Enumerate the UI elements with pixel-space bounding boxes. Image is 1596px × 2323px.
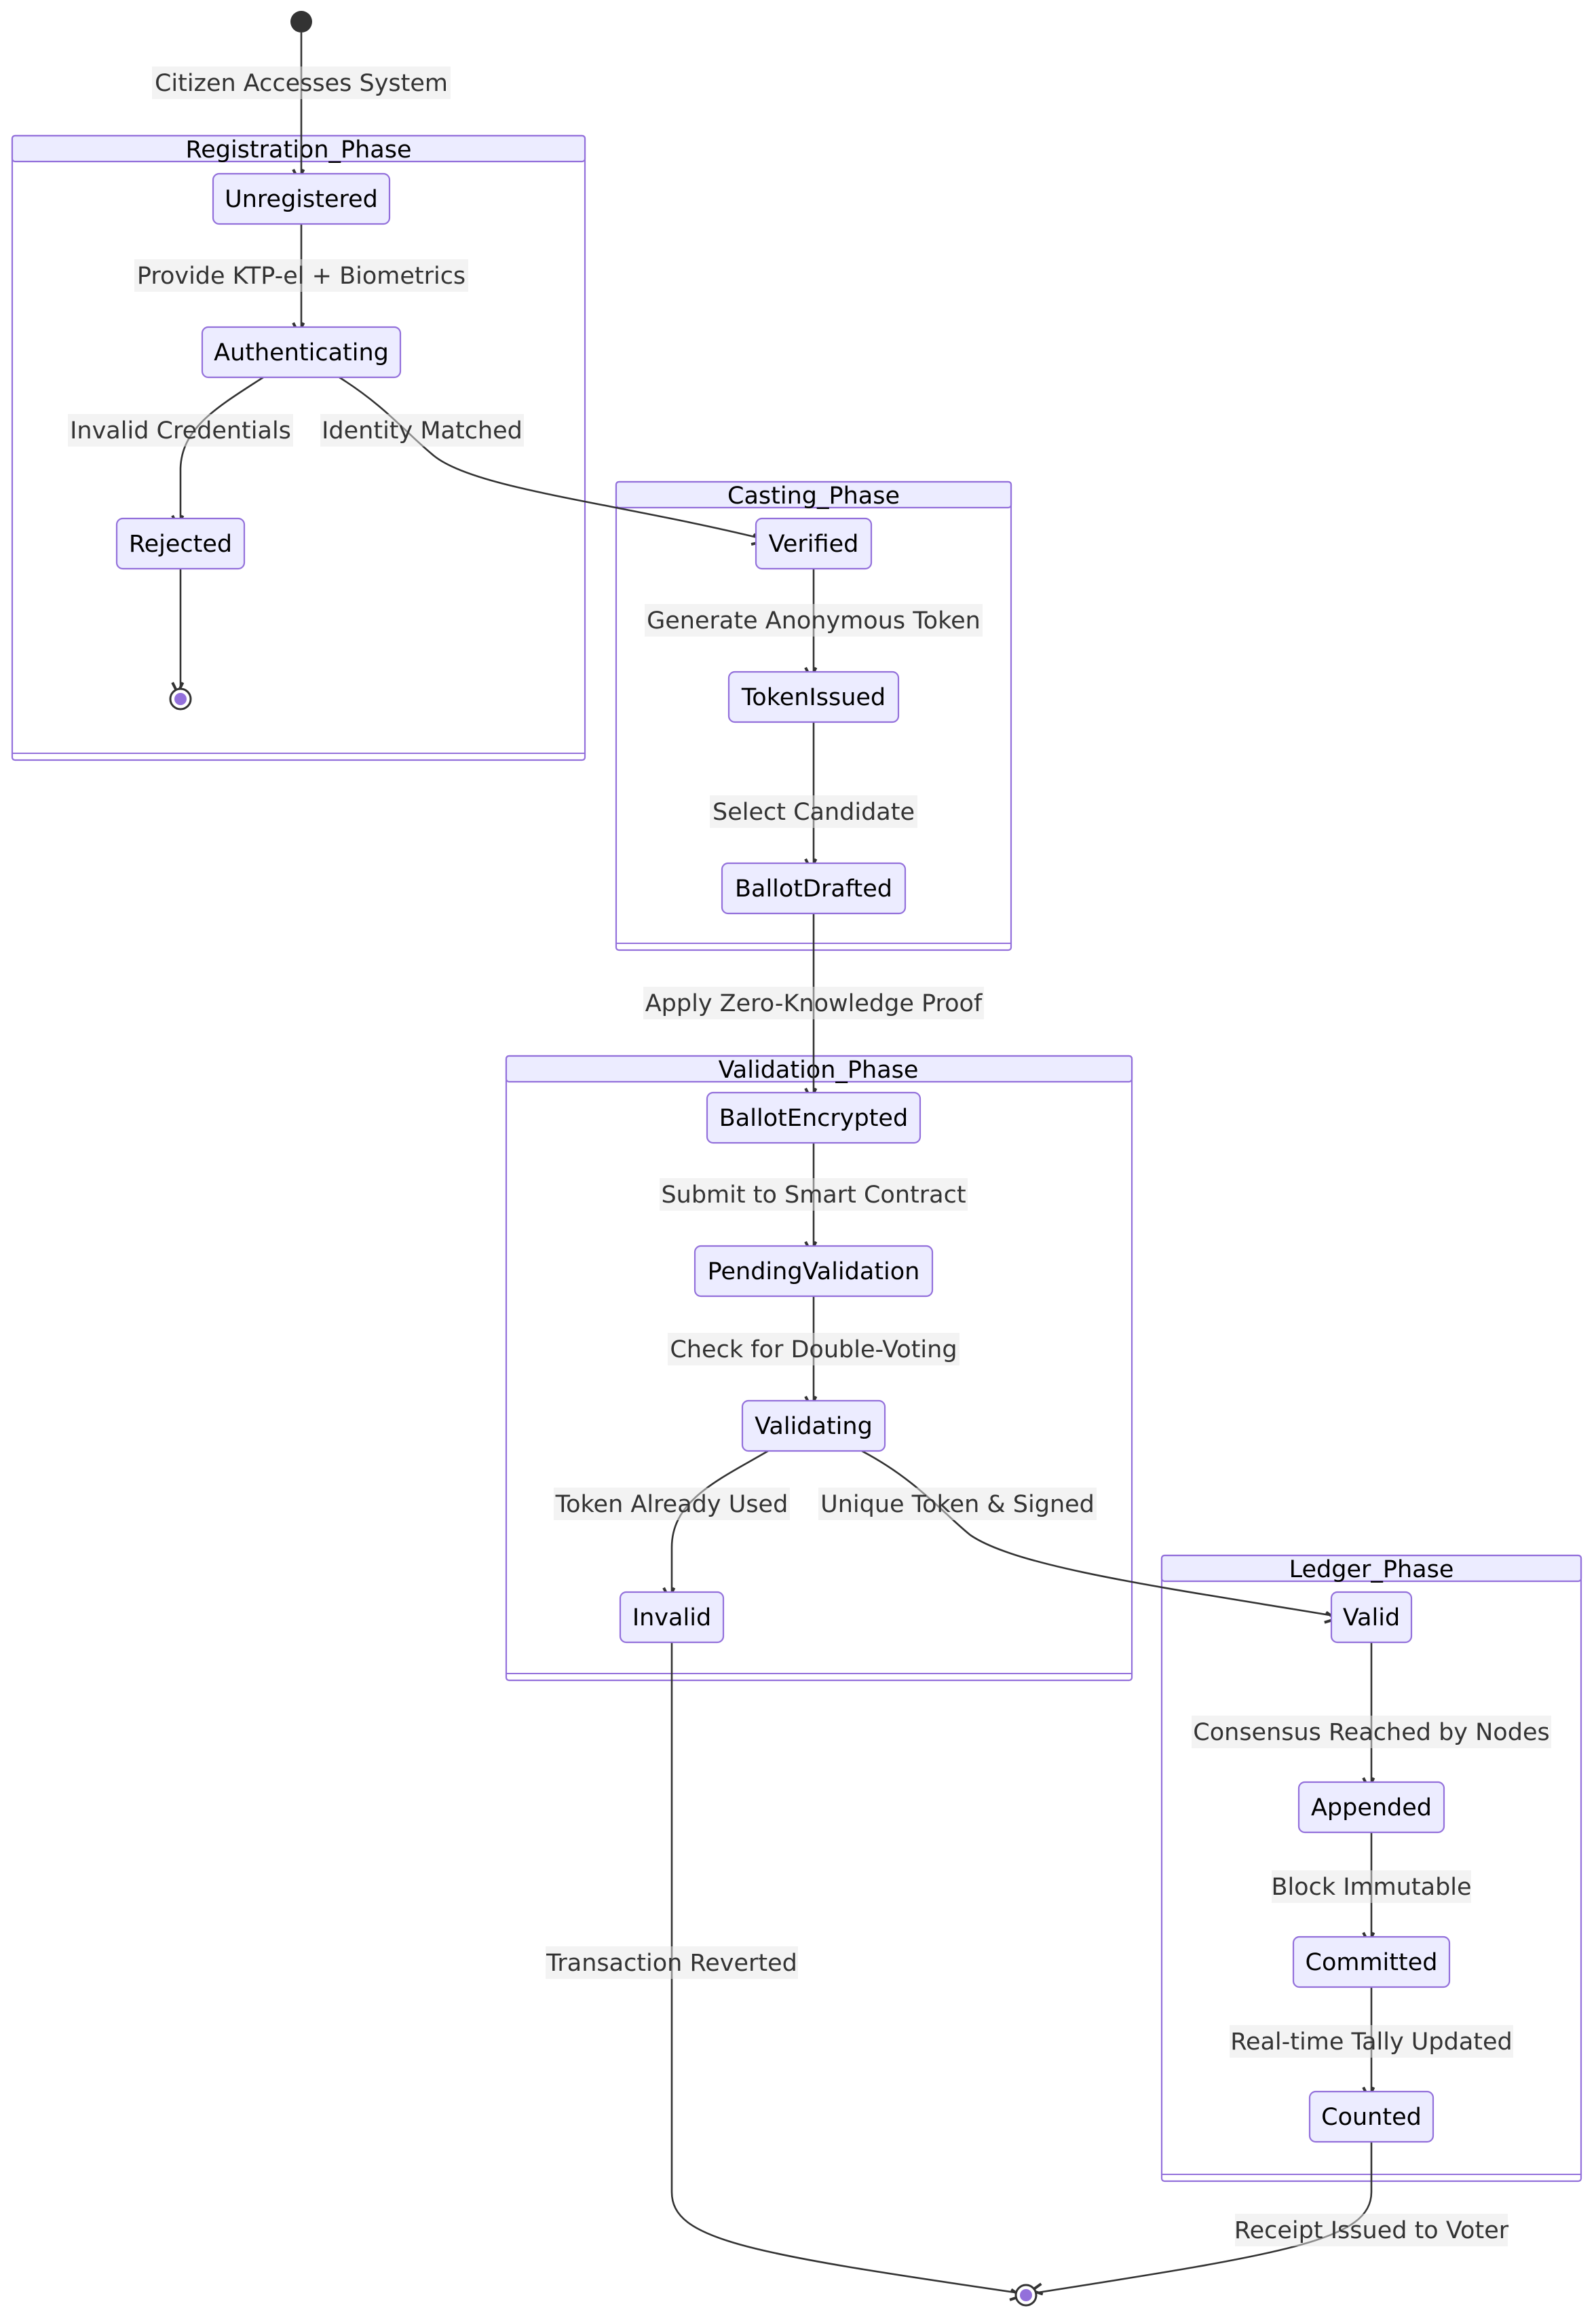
label-identity-matched: Identity Matched — [322, 417, 522, 445]
label-apply-zkp: Apply Zero-Knowledge Proof — [645, 990, 983, 1017]
label-check-double-voting: Check for Double-Voting — [670, 1336, 957, 1363]
state-label-verified: Verified — [769, 531, 859, 558]
state-invalid[interactable]: Invalid — [619, 1591, 725, 1644]
state-appended[interactable]: Appended — [1297, 1781, 1445, 1834]
state-counted[interactable]: Counted — [1308, 2090, 1434, 2143]
state-label-authenticating: Authenticating — [214, 339, 389, 366]
state-ballot-encrypted[interactable]: BallotEncrypted — [706, 1091, 922, 1144]
state-label-counted: Counted — [1321, 2104, 1422, 2131]
state-valid[interactable]: Valid — [1330, 1591, 1413, 1644]
label-realtime-tally: Real-time Tally Updated — [1230, 2028, 1513, 2056]
end-state-registration-icon — [169, 687, 192, 711]
label-generate-anonymous-token: Generate Anonymous Token — [647, 607, 981, 635]
state-label-rejected: Rejected — [129, 531, 232, 558]
start-state-icon — [290, 11, 312, 33]
state-unregistered[interactable]: Unregistered — [212, 172, 391, 225]
cluster-registration-phase: Registration_Phase — [11, 134, 586, 761]
state-label-unregistered: Unregistered — [225, 186, 378, 213]
label-select-candidate: Select Candidate — [712, 799, 915, 826]
label-unique-token-signed: Unique Token & Signed — [820, 1491, 1095, 1518]
state-label-token-issued: TokenIssued — [741, 684, 886, 711]
state-label-committed: Committed — [1306, 1949, 1438, 1976]
edge-labels: Citizen Accesses System Provide KTP-el +… — [68, 67, 1551, 2246]
state-pending-validation[interactable]: PendingValidation — [694, 1245, 934, 1298]
label-consensus-reached: Consensus Reached by Nodes — [1193, 1719, 1549, 1746]
label-token-already-used: Token Already Used — [555, 1491, 788, 1518]
cluster-title-ledger: Ledger_Phase — [1289, 1556, 1454, 1583]
label-invalid-credentials: Invalid Credentials — [70, 417, 291, 445]
state-label-validating: Validating — [755, 1413, 873, 1440]
state-validating[interactable]: Validating — [741, 1399, 886, 1452]
label-citizen-accesses-system: Citizen Accesses System — [155, 70, 448, 97]
label-transaction-reverted: Transaction Reverted — [546, 1950, 797, 1977]
state-ballot-drafted[interactable]: BallotDrafted — [721, 862, 907, 915]
label-receipt-issued: Receipt Issued to Voter — [1234, 2217, 1509, 2244]
cluster-title-validation: Validation_Phase — [719, 1057, 919, 1084]
end-state-final-icon — [1014, 2284, 1038, 2307]
label-block-immutable: Block Immutable — [1271, 1874, 1471, 1901]
cluster-title-registration: Registration_Phase — [185, 136, 411, 164]
state-authenticating[interactable]: Authenticating — [201, 326, 402, 379]
state-label-valid: Valid — [1343, 1604, 1400, 1631]
edge-authenticating-verified — [339, 376, 766, 546]
state-label-invalid: Invalid — [632, 1604, 711, 1631]
state-label-ballot-encrypted: BallotEncrypted — [719, 1105, 908, 1132]
state-label-ballot-drafted: BallotDrafted — [735, 875, 892, 903]
label-submit-smart-contract: Submit to Smart Contract — [661, 1182, 966, 1209]
state-label-pending-validation: PendingValidation — [708, 1258, 920, 1285]
state-label-appended: Appended — [1311, 1794, 1432, 1821]
cluster-title-casting: Casting_Phase — [727, 483, 900, 510]
state-rejected[interactable]: Rejected — [115, 517, 246, 570]
cluster-validation-phase: Validation_Phase — [505, 1055, 1133, 1682]
state-verified[interactable]: Verified — [755, 517, 873, 570]
state-token-issued[interactable]: TokenIssued — [727, 671, 900, 723]
state-committed[interactable]: Committed — [1292, 1935, 1451, 1988]
edge-invalid-end — [670, 1642, 1024, 2301]
label-provide-ktp-biometrics: Provide KTP-el + Biometrics — [137, 263, 466, 290]
